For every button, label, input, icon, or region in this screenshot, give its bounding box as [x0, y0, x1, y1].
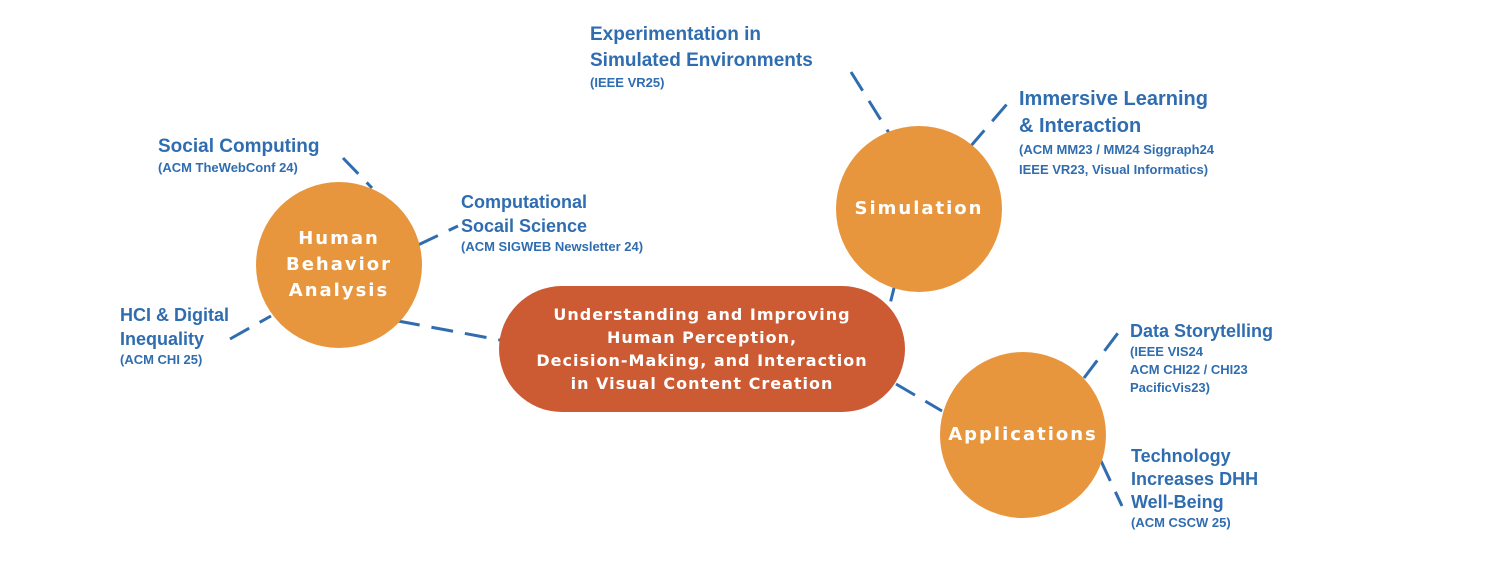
topic-venue: (ACM TheWebConf 24)	[158, 160, 298, 175]
hub-applications: Applications	[940, 352, 1106, 518]
topic-title: Immersive Learning & Interaction	[1019, 88, 1208, 137]
connector-app-center	[895, 382, 943, 413]
topic-venue: (ACM CSCW 25)	[1131, 515, 1231, 530]
topic-title: Computational Socail Science	[461, 192, 588, 236]
connector-computational-social	[417, 224, 459, 247]
hub-human-behavior-label: Human Behavior Analysis	[285, 228, 393, 301]
topic-title: Data Storytelling	[1130, 321, 1274, 341]
connector-social-computing	[341, 156, 374, 190]
topic-title: Social Computing	[158, 136, 320, 157]
hub-human-behavior: Human Behavior Analysis	[256, 182, 422, 348]
topic-title: Technology Increases DHH Well-Being	[1131, 446, 1259, 512]
connector-data-story	[1082, 324, 1126, 379]
topic-venue: (IEEE VIS24 ACM CHI22 / CHI23 PacificVis…	[1130, 344, 1248, 395]
center-label: Understanding and Improving Human Percep…	[536, 305, 868, 393]
hub-applications-label: Applications	[948, 424, 1098, 445]
connector-hci-digital	[229, 314, 272, 341]
topic-venue: (ACM CHI 25)	[120, 352, 203, 367]
topic-data-storytelling: Data Storytelling (IEEE VIS24 ACM CHI22 …	[1130, 319, 1273, 397]
connector-hub-center-left	[397, 319, 501, 342]
connector-experimentation	[849, 71, 891, 134]
topic-venue: (IEEE VR25)	[590, 75, 665, 90]
connector-technology-dhh	[1099, 460, 1124, 507]
topic-venue: (ACM SIGWEB Newsletter 24)	[461, 239, 644, 254]
topic-social-computing: Social Computing (ACM TheWebConf 24)	[158, 135, 320, 177]
connector-immersive	[968, 96, 1015, 148]
center-topic: Understanding and Improving Human Percep…	[499, 286, 905, 412]
topic-experimentation: Experimentation in Simulated Environment…	[590, 22, 813, 92]
topic-technology-dhh: Technology Increases DHH Well-Being (ACM…	[1131, 445, 1258, 532]
topic-immersive: Immersive Learning & Interaction (ACM MM…	[1019, 86, 1214, 180]
topic-computational-social: Computational Socail Science (ACM SIGWEB…	[461, 190, 643, 256]
topic-hci-digital: HCI & Digital Inequality (ACM CHI 25)	[120, 303, 229, 369]
topic-title: HCI & Digital Inequality	[120, 305, 230, 349]
topic-venue: (ACM MM23 / MM24 Siggraph24 IEEE VR23, V…	[1019, 142, 1215, 177]
hub-simulation: Simulation	[836, 126, 1002, 292]
topic-title: Experimentation in Simulated Environment…	[590, 24, 813, 71]
hub-simulation-label: Simulation	[854, 198, 984, 219]
